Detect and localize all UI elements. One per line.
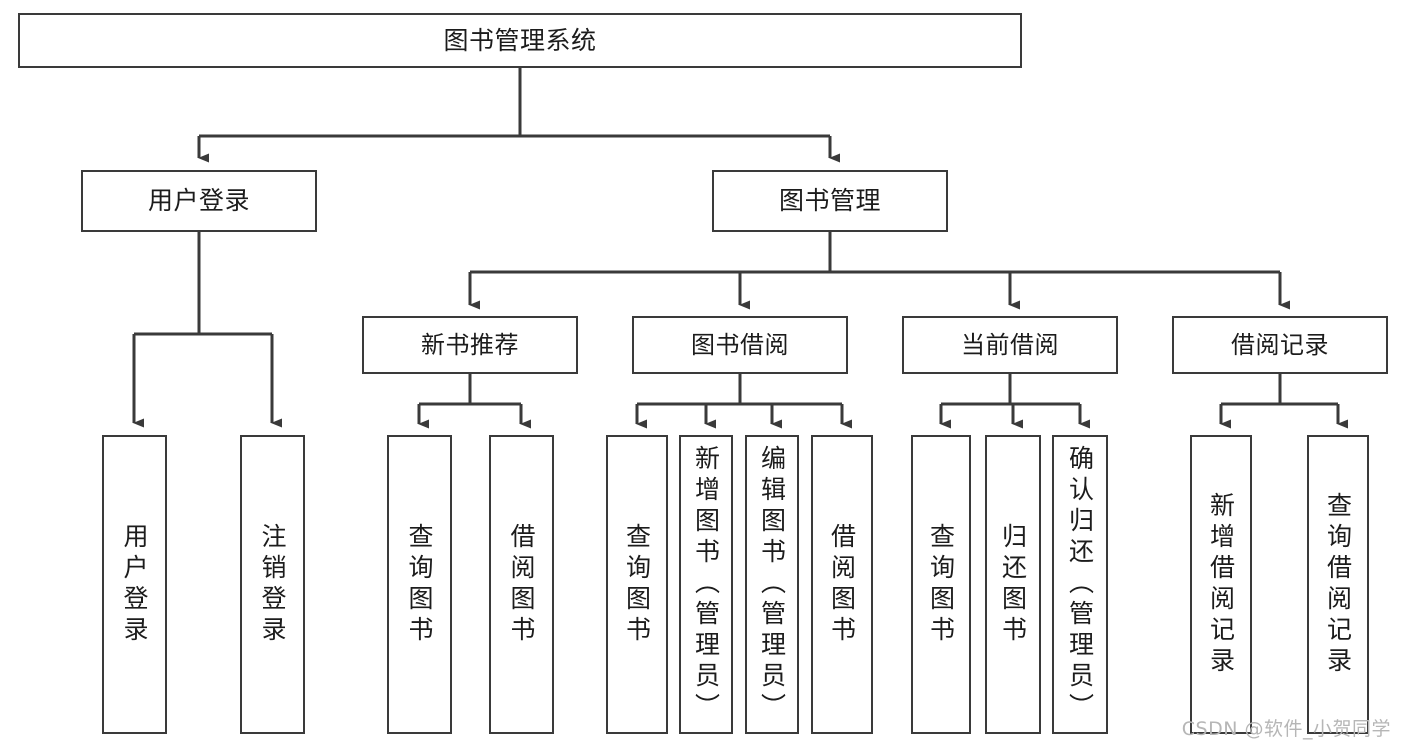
node-new-book-recommend[interactable]: 新书推荐 bbox=[362, 316, 578, 374]
node-leaf-borrow-book-2[interactable]: 借阅图书 bbox=[811, 435, 873, 734]
node-leaf-borrow-book-1-label: 借阅图书 bbox=[507, 522, 536, 647]
node-leaf-query-record[interactable]: 查询借阅记录 bbox=[1307, 435, 1369, 734]
node-book-borrow[interactable]: 图书借阅 bbox=[632, 316, 848, 374]
node-current-borrow[interactable]: 当前借阅 bbox=[902, 316, 1118, 374]
node-leaf-return-book[interactable]: 归还图书 bbox=[985, 435, 1041, 734]
node-leaf-query-book-3[interactable]: 查询图书 bbox=[911, 435, 971, 734]
node-leaf-add-record[interactable]: 新增借阅记录 bbox=[1190, 435, 1252, 734]
node-borrow-record-label: 借阅记录 bbox=[1231, 330, 1329, 359]
node-leaf-add-book-label: 新增图书（管理员） bbox=[691, 445, 721, 724]
node-root-label: 图书管理系统 bbox=[443, 25, 597, 55]
node-leaf-edit-book-label: 编辑图书（管理员） bbox=[757, 445, 787, 724]
node-borrow-record[interactable]: 借阅记录 bbox=[1172, 316, 1388, 374]
node-root[interactable]: 图书管理系统 bbox=[18, 13, 1022, 68]
node-leaf-user-logout-label: 注销登录 bbox=[258, 522, 287, 647]
watermark: CSDN @软件_小贺同学 bbox=[1181, 718, 1391, 740]
node-leaf-edit-book[interactable]: 编辑图书（管理员） bbox=[745, 435, 799, 734]
node-leaf-query-book-3-label: 查询图书 bbox=[926, 522, 956, 647]
node-book-borrow-label: 图书借阅 bbox=[691, 330, 789, 359]
node-leaf-user-login-label: 用户登录 bbox=[120, 522, 149, 647]
node-leaf-query-record-label: 查询借阅记录 bbox=[1323, 491, 1353, 678]
node-leaf-query-book-2[interactable]: 查询图书 bbox=[606, 435, 668, 734]
node-leaf-confirm-return-label: 确认归还（管理员） bbox=[1065, 445, 1095, 724]
node-leaf-query-book-1[interactable]: 查询图书 bbox=[387, 435, 452, 734]
node-book-management-label: 图书管理 bbox=[778, 186, 881, 215]
node-leaf-user-logout[interactable]: 注销登录 bbox=[240, 435, 305, 734]
node-user-login[interactable]: 用户登录 bbox=[81, 170, 317, 232]
node-leaf-add-book[interactable]: 新增图书（管理员） bbox=[679, 435, 733, 734]
node-leaf-confirm-return[interactable]: 确认归还（管理员） bbox=[1052, 435, 1108, 734]
node-leaf-query-book-2-label: 查询图书 bbox=[622, 522, 652, 647]
node-leaf-return-book-label: 归还图书 bbox=[998, 522, 1028, 647]
node-leaf-user-login[interactable]: 用户登录 bbox=[102, 435, 167, 734]
node-leaf-borrow-book-2-label: 借阅图书 bbox=[827, 522, 857, 647]
node-leaf-borrow-book-1[interactable]: 借阅图书 bbox=[489, 435, 554, 734]
node-leaf-query-book-1-label: 查询图书 bbox=[405, 522, 434, 647]
node-new-book-recommend-label: 新书推荐 bbox=[421, 330, 519, 359]
node-book-management[interactable]: 图书管理 bbox=[712, 170, 948, 232]
node-leaf-add-record-label: 新增借阅记录 bbox=[1206, 491, 1236, 678]
node-user-login-label: 用户登录 bbox=[147, 186, 250, 215]
node-current-borrow-label: 当前借阅 bbox=[961, 330, 1059, 359]
